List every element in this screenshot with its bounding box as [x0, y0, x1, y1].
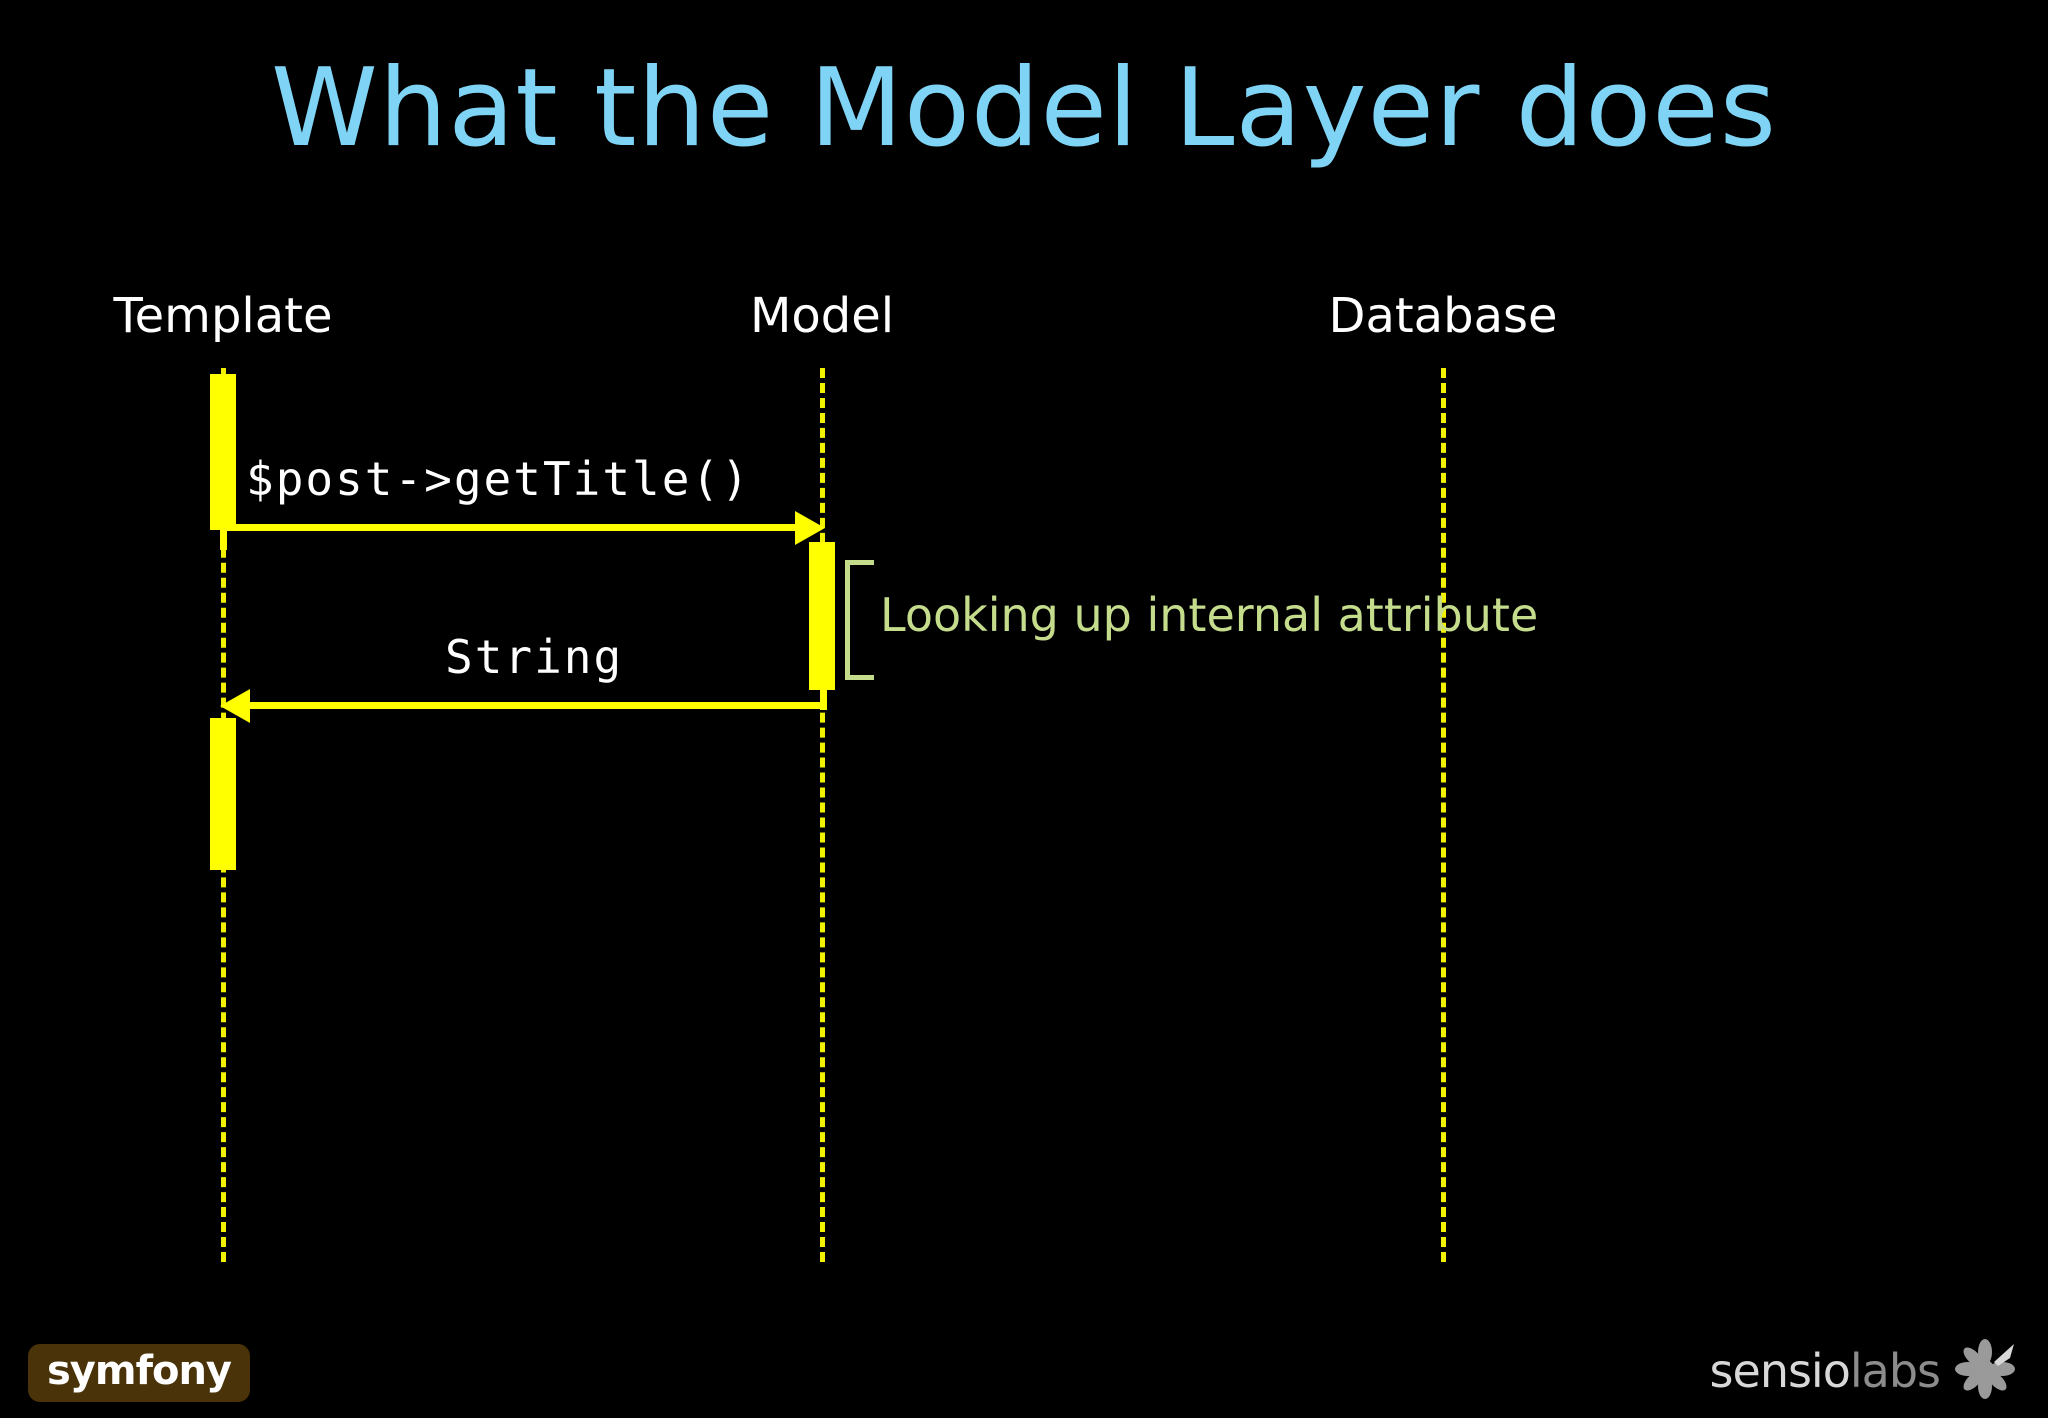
note-label: Looking up internal attribute — [880, 588, 1539, 642]
symfony-logo-text: symfony — [47, 1348, 232, 1394]
lifeline-model — [820, 368, 825, 1262]
message-label-call: $post->getTitle() — [246, 452, 751, 506]
lifeline-database — [1441, 368, 1446, 1262]
sensiolabs-logo: sensiolabs — [1710, 1338, 2016, 1404]
sensiolabs-wordmark: sensiolabs — [1709, 1344, 1941, 1398]
asterisk-star-icon — [1954, 1338, 2016, 1404]
message-arrowhead-call — [795, 511, 825, 545]
sensiolabs-text-labs: labs — [1849, 1344, 1941, 1398]
activation-bar-template-2 — [210, 718, 236, 870]
message-line-return — [248, 702, 827, 709]
message-arrowhead-return — [220, 689, 250, 723]
activation-bar-template-1 — [210, 374, 236, 530]
message-label-return: String — [445, 630, 624, 684]
lifeline-label-model: Model — [749, 288, 895, 344]
lifeline-label-database: Database — [1328, 288, 1558, 344]
activation-bar-model — [809, 542, 835, 690]
note-bracket — [845, 560, 874, 680]
message-tail-return — [820, 686, 827, 710]
sensiolabs-text-sensio: sensio — [1709, 1344, 1851, 1398]
message-line-call — [220, 524, 800, 531]
symfony-logo: symfony — [28, 1344, 250, 1402]
lifeline-label-template: Template — [113, 288, 333, 344]
page-title: What the Model Layer does — [270, 46, 1778, 171]
message-tail-call — [220, 526, 227, 550]
